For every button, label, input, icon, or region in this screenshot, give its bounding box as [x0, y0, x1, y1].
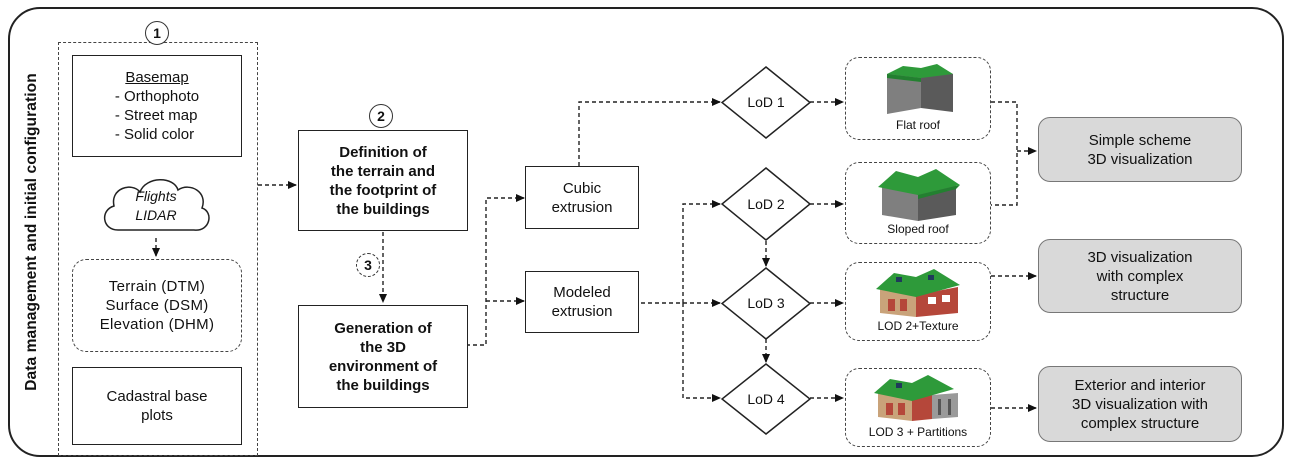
flat-roof-building-icon — [887, 64, 953, 114]
diagram-frame — [8, 7, 1284, 457]
side-label: Data management and initial configuratio… — [23, 73, 40, 391]
flights-lidar-label: Flights LIDAR — [112, 186, 200, 226]
lod-diamond — [721, 363, 811, 435]
sloped-roof-building-icon — [878, 169, 960, 221]
model-item: Elevation (DHM) — [99, 316, 215, 333]
partitions-box: LOD 3 + Partitions — [845, 368, 991, 447]
model-item: Surface (DSM) — [105, 297, 209, 314]
definition-line: the buildings — [336, 200, 430, 218]
cubic-line: extrusion — [551, 198, 613, 216]
output-simple-box: Simple scheme 3D visualization — [1038, 117, 1242, 182]
generation-line: the buildings — [336, 376, 430, 394]
building-caption: LOD 2+Texture — [877, 319, 959, 333]
modeled-line: Modeled — [553, 284, 611, 301]
flat-roof-box: Flat roof — [845, 57, 991, 140]
lod-2-label: LoD 2 — [747, 195, 785, 212]
phase-marker-2: 2 — [369, 104, 393, 128]
generation-box: Generation of the 3D environment of the … — [298, 305, 468, 408]
output-line: Exterior and interior — [1074, 376, 1206, 394]
basemap-box: Basemap - Orthophoto - Street map - Soli… — [72, 55, 242, 157]
cloud-icon — [104, 179, 210, 231]
phase-marker-1: 1 — [145, 21, 169, 45]
lidar-label: LIDAR — [135, 207, 177, 223]
textured-building-icon — [876, 269, 960, 317]
textured-box: LOD 2+Texture — [845, 262, 991, 341]
generation-line: environment of — [328, 357, 438, 375]
model-item: Terrain (DTM) — [108, 278, 206, 295]
cubic-extrusion-box: Cubic extrusion — [525, 166, 639, 229]
building-caption: LOD 3 + Partitions — [868, 425, 968, 439]
lod-diamond — [721, 167, 811, 241]
partitioned-building-icon — [874, 375, 958, 421]
flights-label: Flights — [135, 188, 177, 204]
lod-1-label: LoD 1 — [747, 94, 785, 110]
lod-diamond — [721, 66, 811, 139]
modeled-line: extrusion — [551, 303, 613, 320]
basemap-item: - Orthophoto — [114, 88, 200, 105]
definition-line: the terrain and — [330, 162, 436, 180]
output-line: complex structure — [1080, 414, 1200, 432]
definition-box: Definition of the terrain and the footpr… — [298, 130, 468, 231]
lod-3-label: LoD 3 — [747, 295, 785, 311]
basemap-item: - Solid color — [114, 126, 195, 143]
elevation-models-box: Terrain (DTM) Surface (DSM) Elevation (D… — [72, 259, 242, 352]
building-caption: Sloped roof — [887, 222, 949, 236]
generation-line: the 3D — [360, 338, 406, 356]
cadastral-line: Cadastral base — [106, 388, 208, 405]
phase-marker-3: 3 — [356, 253, 380, 277]
output-line: 3D visualization — [1087, 150, 1193, 168]
output-line: structure — [1110, 286, 1170, 304]
output-line: 3D visualization with — [1072, 395, 1208, 413]
basemap-item: - Street map — [114, 107, 198, 124]
basemap-title: Basemap — [125, 69, 189, 86]
definition-line: the footprint of — [329, 181, 437, 199]
cadastral-box: Cadastral base plots — [72, 367, 242, 445]
output-line: Simple scheme — [1088, 131, 1192, 149]
cadastral-line: plots — [141, 407, 173, 424]
output-complex-box: 3D visualization with complex structure — [1038, 239, 1242, 313]
building-caption: Flat roof — [895, 118, 940, 132]
sloped-roof-box: Sloped roof — [845, 162, 991, 244]
definition-line: Definition of — [339, 143, 427, 161]
output-interior-box: Exterior and interior 3D visualization w… — [1038, 366, 1242, 442]
lod-4-label: LoD 4 — [747, 390, 785, 407]
output-line: with complex — [1096, 267, 1184, 285]
output-line: 3D visualization — [1087, 248, 1193, 266]
cubic-line: Cubic — [562, 179, 602, 197]
generation-line: Generation of — [334, 319, 432, 337]
modeled-extrusion-box: Modeled extrusion — [525, 271, 639, 333]
lod-diamond — [721, 267, 811, 340]
